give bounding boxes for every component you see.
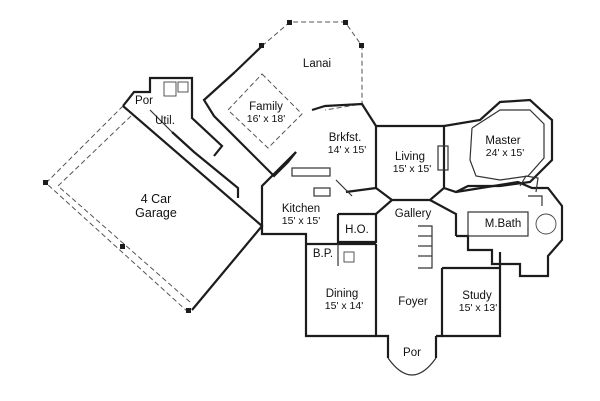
living-label: Living: [395, 151, 425, 163]
garage-label: 4 Car: [141, 192, 172, 206]
house-walls: [260, 98, 564, 376]
mbath-label: M.Bath: [485, 218, 521, 230]
living-size: 15' x 15': [393, 163, 431, 175]
study-size: 15' x 13': [459, 302, 497, 314]
family-size: 16' x 18': [247, 113, 285, 125]
family-room: [202, 45, 303, 178]
master-label: Master: [485, 135, 520, 147]
garage-label-2: Garage: [135, 206, 177, 220]
util-label: Util.: [155, 115, 175, 127]
kitchen-label: Kitchen: [282, 203, 320, 215]
por-bottom-label: Por: [403, 347, 421, 359]
dining-size: 15' x 14': [325, 300, 363, 312]
lanai-label: Lanai: [303, 58, 331, 70]
ho-label: H.O.: [345, 224, 369, 236]
por-top-label: Por: [135, 95, 153, 107]
lanai-outline: [234, 20, 364, 111]
kitchen-size: 15' x 15': [282, 215, 320, 227]
brkfst-label: Brkfst.: [329, 132, 362, 144]
room-labels: Lanai Family 16' x 18' Brkfst. 14' x 15'…: [135, 58, 524, 359]
utility-area: [122, 76, 240, 198]
family-label: Family: [249, 101, 283, 113]
dining-label: Dining: [326, 288, 359, 300]
brkfst-size: 14' x 15': [328, 144, 366, 156]
master-size: 24' x 15': [486, 147, 524, 159]
bp-label: B.P.: [313, 248, 333, 260]
study-label: Study: [462, 290, 492, 302]
foyer-label: Foyer: [398, 296, 428, 308]
gallery-label: Gallery: [395, 208, 432, 220]
